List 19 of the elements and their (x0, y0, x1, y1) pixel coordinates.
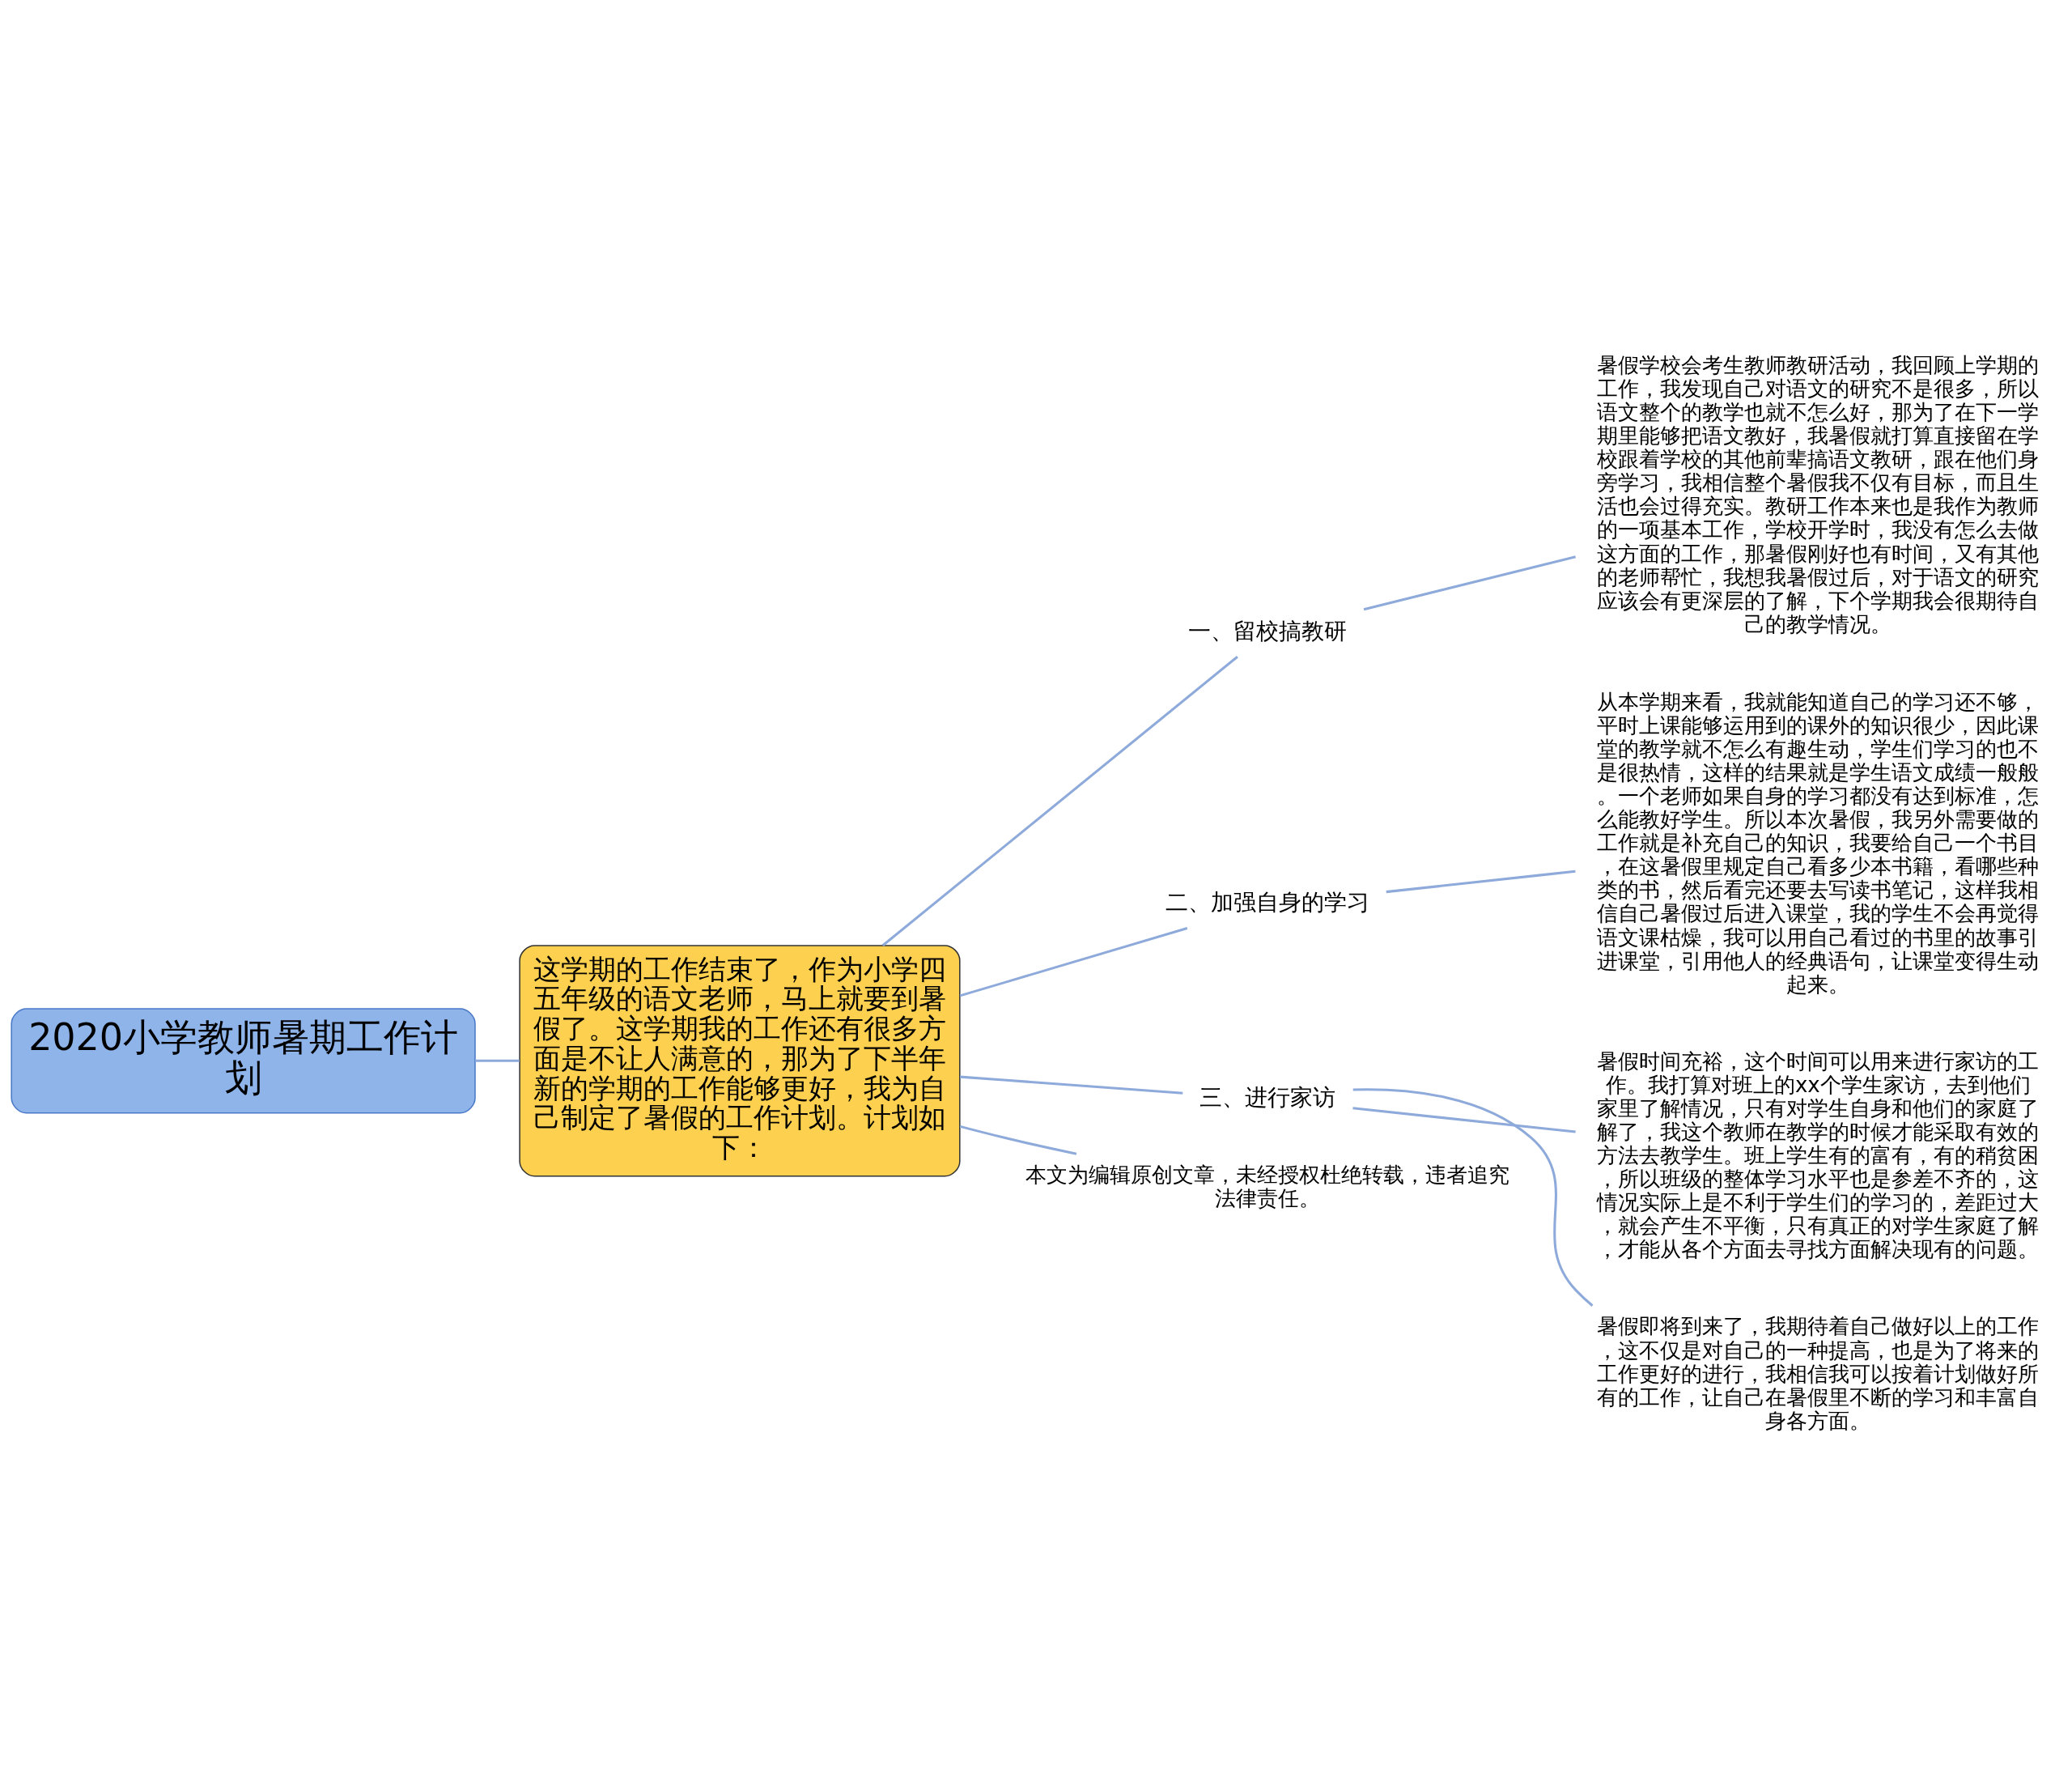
connector (959, 927, 1188, 997)
node-text: 二、加强自身的学习 (1166, 889, 1370, 916)
connector (959, 1125, 1077, 1155)
connector (881, 656, 1238, 946)
node-text: 暑假学校会考生教师教研活动，我回顾上学期的工作，我发现自己对语文的研究不是很多，所以语文整个的教学也就不怎么好，那为了在下一学期里能够把语文教好，我暑假就打算直接留在学校跟着学校的其他前辈搞语文教研，跟在他们身旁学习，我相信整个暑假我不仅有目标，而且生活也会过得充实。教研工作本来也是我作为教师的一项基本工作，学校开学时，我没有怎么去做这方面的工作，那暑假刚好也有时间，又有其他的老师帮忙，我想我暑假过后，对于语文的研究应该会有更深层的了解，下个学期我会很期待自己的教学情况。 (1597, 352, 2040, 636)
node-text: 暑假即将到来了，我期待着自己做好以上的工作，这不仅是对自己的一种提高，也是为了将来的工作更好的进行，我相信我可以按着计划做好所有的工作，让自己在暑假里不断的学习和丰富自身各方面。 (1597, 1314, 2040, 1433)
connector (1352, 1088, 1594, 1307)
connector (1352, 1107, 1576, 1133)
node-text: 暑假时间充裕，这个时间可以用来进行家访的工作。我打算对班上的xx个学生家访，去到他们家里了解情况，只有对学生自身和他们的家庭了解了，我这个教师在教学的时候才能采取有效的方法去教学生。班上学生有的富有，有的稍贫困，所以班级的整体学习水平也是参差不齐的，这情况实际上是不利于学生们的学习的，差距过大，就会产生不平衡，只有真正的对学生家庭了解，才能从各个方面去寻找方面解决现有的问题。 (1597, 1048, 2040, 1262)
node-text: 从本学期来看，我就能知道自己的学习还不够，平时上课能够运用到的课外的知识很少，因此课堂的教学就不怎么有趣生动，学生们学习的也不是很热情，这样的结果就是学生语文成绩一般般。一个老师如果自身的学习都没有达到标准，怎么能教好学生。所以本次暑假，我另外需要做的工作就是补充自己的知识，我要给自己一个书目，在这暑假里规定自己看多少本书籍，看哪些种类的书，然后看完还要去写读书笔记，这样我相信自己暑假过后进入课堂，我的学生不会再觉得语文课枯燥，我可以用自己看过的书里的故事引进课堂，引用他人的经典语句，让课堂变得生动起来。 (1597, 689, 2040, 997)
node-text: 一、留校搞教研 (1188, 617, 1348, 644)
connector (960, 1075, 1183, 1095)
connector (1386, 869, 1576, 894)
node-box: 这学期的工作结束了，作为小学四五年级的语文老师，马上就要到暑假了。这学期我的工作还有很多方面是不让人满意的，那为了下半年新的学期的工作能够更好，我为自己制定了暑假的工作计划。计划如下： (519, 945, 961, 1177)
node-box: 2020小学教师暑期工作计划 (11, 1008, 476, 1114)
connector (475, 1059, 520, 1062)
connector (1363, 555, 1576, 611)
node-text: 三、进行家访 (1199, 1083, 1336, 1110)
node-text: 本文为编辑原创文章，未经授权杜绝转载，违者追究法律责任。 (1025, 1162, 1510, 1210)
